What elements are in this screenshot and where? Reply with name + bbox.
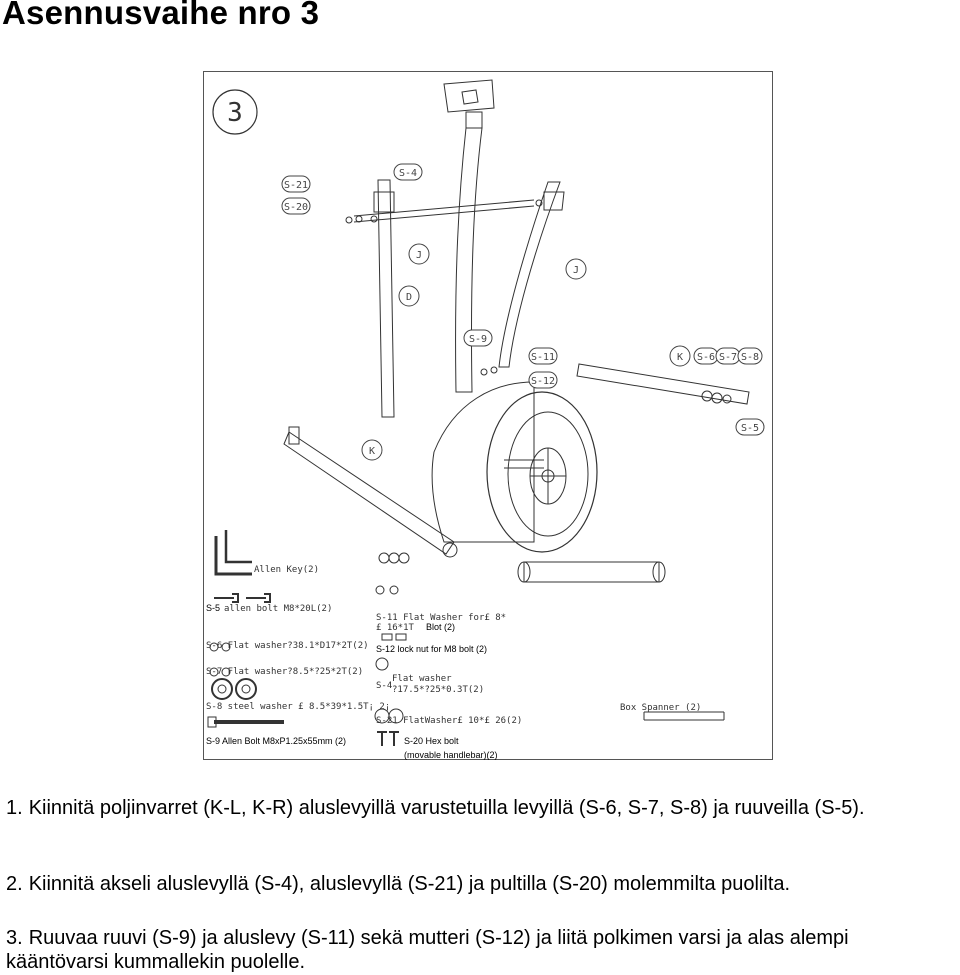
callout-j-left: J xyxy=(416,250,422,261)
part-s5-label: S-5 xyxy=(206,603,220,613)
callout-k-left: K xyxy=(369,446,375,457)
left-pedal-arm xyxy=(283,431,455,555)
callout-s12: S-12 xyxy=(531,376,555,387)
page-title: Asennusvaihe nro 3 xyxy=(2,0,320,31)
instruction-3: 3.Ruuvaa ruuvi (S-9) ja aluslevy (S-11) … xyxy=(6,926,956,974)
part-s8-label: S-8 steel washer £ 8.5*39*1.5T¡ 2¡ xyxy=(206,702,390,712)
instruction-number: 1. xyxy=(6,797,23,819)
step-badge-circle xyxy=(212,89,258,135)
callout-s9: S-9 xyxy=(469,334,487,345)
part-s5-desc: allen bolt M8*20L(2) xyxy=(224,604,332,614)
instruction-number: 3. xyxy=(6,927,23,949)
part-s11-line2: £ 16*1T xyxy=(376,623,415,633)
instruction-text: Ruuvaa ruuvi (S-9) ja aluslevy (S-11) se… xyxy=(6,927,849,973)
callout-j-right: J xyxy=(573,265,579,276)
assembly-diagram: S-21 S-20 S-4 J J D S-9 S-11 S-12 K S-6 … xyxy=(203,71,773,760)
top-mount-plate xyxy=(443,79,495,113)
callout-s8: S-8 xyxy=(741,352,759,363)
part-s4-line1: Flat washer xyxy=(392,674,452,684)
part-s20-line2: (movable handlebar)(2) xyxy=(404,750,498,760)
step-badge-number: 3 xyxy=(227,98,243,128)
part-s20-line1: S-20 Hex bolt xyxy=(404,736,459,746)
part-s9-label: S-9 Allen Bolt M8xP1.25x55mm (2) xyxy=(206,736,346,746)
part-s7-label: S-7 Flat washer?8.5*?25*2T(2) xyxy=(206,667,363,677)
part-s6-label: S-6 Flat washer?38.1*D17*2T(2) xyxy=(206,641,369,651)
callout-s11: S-11 xyxy=(531,352,555,363)
frame-body xyxy=(431,381,535,543)
part-s11-suffix: Blot (2) xyxy=(426,622,455,632)
box-spanner-label: Box Spanner (2) xyxy=(620,703,701,713)
callout-s6: S-6 xyxy=(697,352,715,363)
callout-s5: S-5 xyxy=(741,423,759,434)
diagram-drawing: S-21 S-20 S-4 J J D S-9 S-11 S-12 K S-6 … xyxy=(206,79,765,760)
instruction-2: 2.Kiinnitä akseli aluslevyllä (S-4), alu… xyxy=(6,872,956,896)
instruction-number: 2. xyxy=(6,873,23,895)
part-s21-label: S-21 FlatWasher£ 10*£ 26(2) xyxy=(376,716,522,726)
upright-post xyxy=(455,127,483,393)
callout-d: D xyxy=(406,292,412,303)
part-s11-line1: S-11 Flat Washer for£ 8* xyxy=(376,613,506,623)
part-s12-label: S-12 lock nut for M8 bolt (2) xyxy=(376,644,487,654)
right-pedal-arm xyxy=(576,363,750,405)
part-s4-line2: ?17.5*?25*0.3T(2) xyxy=(392,685,484,695)
flywheel xyxy=(486,391,598,553)
front-stabilizer xyxy=(523,561,660,583)
right-handlebar xyxy=(498,181,561,368)
part-s4-id: S-4 xyxy=(376,681,392,691)
instruction-text: Kiinnitä akseli aluslevyllä (S-4), alusl… xyxy=(28,873,791,895)
callout-s4: S-4 xyxy=(399,168,417,179)
callout-s20: S-20 xyxy=(284,202,308,213)
callout-s7: S-7 xyxy=(719,352,737,363)
allen-key-label: Allen Key(2) xyxy=(254,565,319,575)
instruction-text: Kiinnitä poljinvarret (K-L, K-R) aluslev… xyxy=(28,797,865,819)
left-handlebar xyxy=(377,179,395,418)
callout-k-right: K xyxy=(677,352,683,363)
instruction-1: 1.Kiinnitä poljinvarret (K-L, K-R) alusl… xyxy=(6,796,956,820)
callout-s21: S-21 xyxy=(284,180,308,191)
